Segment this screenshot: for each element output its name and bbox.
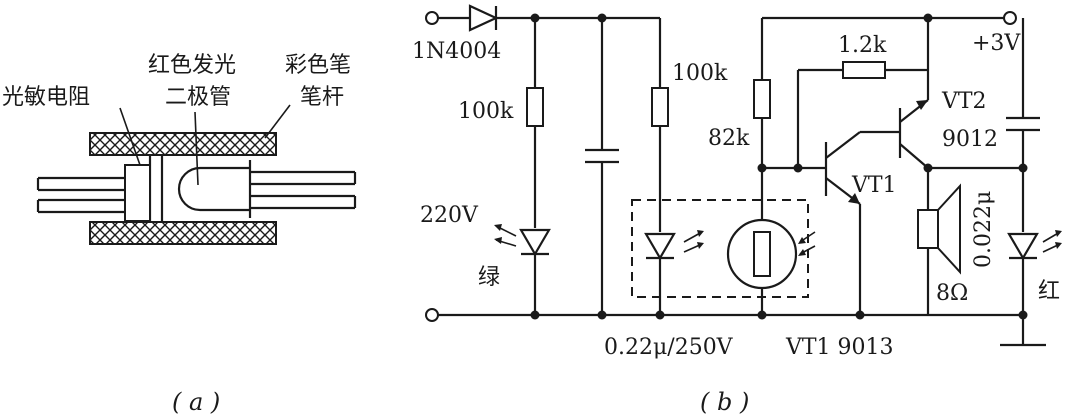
caption-a: ( a ) xyxy=(172,388,220,416)
resistor-1-2k xyxy=(842,61,886,79)
label-capacitor: 0.22μ/250V xyxy=(604,335,734,360)
label-resistor-100k-right: 100k xyxy=(672,61,728,86)
led-optocoupler xyxy=(644,230,704,261)
capacitor-0-022u xyxy=(1006,116,1040,132)
resistor-82k xyxy=(753,79,771,119)
caption-b: ( b ) xyxy=(700,388,749,416)
speaker xyxy=(917,183,961,275)
label-color-pen-line2: 笔杆 xyxy=(300,85,344,110)
led-red xyxy=(1007,230,1062,261)
label-resistor-82k: 82k xyxy=(708,126,750,151)
transistor-vt2 xyxy=(898,99,929,169)
label-vt1-type: VT1 9013 xyxy=(785,335,894,360)
label-vt2-type: 9012 xyxy=(942,127,998,152)
label-red-led-line2: 二极管 xyxy=(165,85,231,110)
photoresistor-element xyxy=(753,231,771,277)
resistor-100k-right xyxy=(651,87,669,127)
pen-barrel-top-wall xyxy=(89,132,277,156)
label-resistor-100k-left: 100k xyxy=(458,99,514,124)
label-diode: 1N4004 xyxy=(412,39,501,64)
red-led-body xyxy=(177,166,250,212)
led-green xyxy=(494,224,551,257)
label-capacitor-0-022u: 0.022μ xyxy=(971,191,996,268)
label-color-pen-line1: 彩色笔 xyxy=(285,53,351,78)
resistor-100k-left xyxy=(526,87,544,127)
label-vt1: VT1 xyxy=(851,173,897,198)
label-supply: +3V xyxy=(972,31,1021,56)
label-photoresistor: 光敏电阻 xyxy=(2,85,90,110)
label-red: 红 xyxy=(1038,279,1060,304)
transistor-vt1 xyxy=(824,131,861,205)
pen-barrel-bottom-wall xyxy=(89,221,277,245)
terminal-3v xyxy=(1003,11,1017,25)
label-vt2: VT2 xyxy=(941,89,987,114)
label-red-led-line1: 红色发光 xyxy=(148,53,236,78)
diode-1n4004 xyxy=(468,4,499,32)
capacitor-0-22u xyxy=(585,148,619,164)
panel-b-circuit xyxy=(425,4,1062,347)
terminal-bottom xyxy=(425,308,439,322)
label-voltage-in: 220V xyxy=(420,203,479,228)
optocoupler-box xyxy=(631,199,809,298)
label-resistor-1-2k: 1.2k xyxy=(838,33,887,58)
label-speaker: 8Ω xyxy=(936,281,968,306)
panel-a-drawing xyxy=(36,104,357,245)
photoresistor-body xyxy=(124,164,151,222)
terminal-top xyxy=(425,11,439,25)
label-green: 绿 xyxy=(478,265,500,290)
